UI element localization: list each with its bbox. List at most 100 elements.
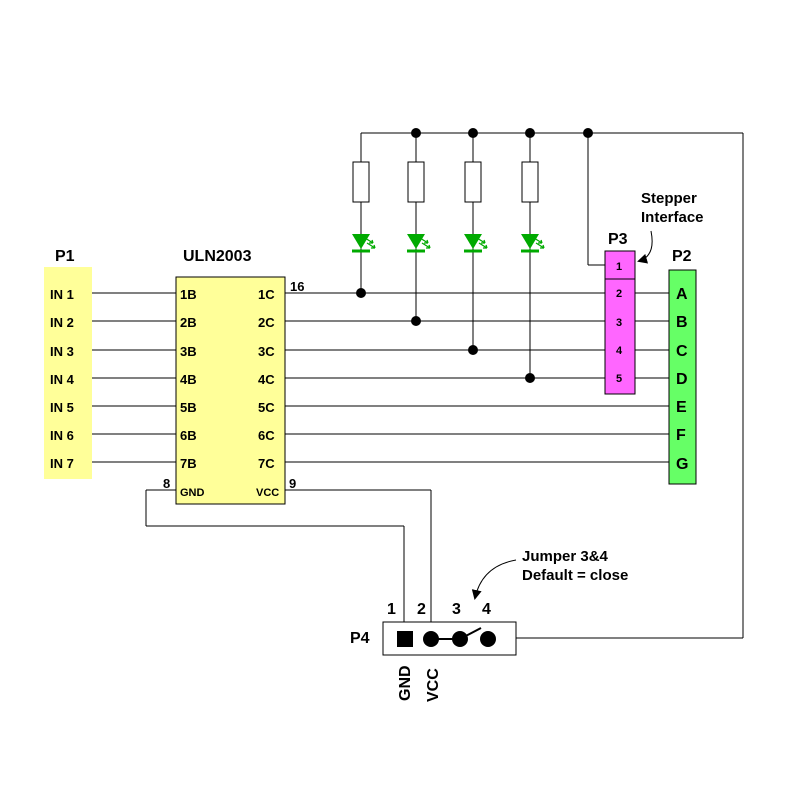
- p2-pin-f: F: [676, 427, 686, 444]
- ic-pin-gnd: GND: [180, 487, 205, 499]
- ic-pin-4b: 4B: [180, 372, 197, 387]
- led-light-ray-icon: [364, 237, 374, 244]
- resistor: [407, 161, 425, 203]
- ic-pin9-number: 9: [289, 476, 296, 491]
- led-branch-2: [407, 133, 431, 326]
- ic-pin-1b: 1B: [180, 287, 197, 302]
- junction-dot: [356, 288, 366, 298]
- ic-pin-3c: 3C: [258, 344, 275, 359]
- p1-pin-in1: IN 1: [50, 287, 74, 302]
- stepper-note-line2: Interface: [641, 209, 704, 226]
- junction-dot: [468, 345, 478, 355]
- led-body: [352, 234, 370, 249]
- p2-connector: P2 A B C D E F G: [668, 248, 697, 485]
- ic-pin-7b: 7B: [180, 456, 197, 471]
- p1-pin-in4: IN 4: [50, 372, 75, 387]
- led-branch-4: [521, 133, 545, 383]
- p1-title: P1: [55, 248, 75, 265]
- led-icon: [352, 234, 376, 253]
- led-body: [521, 234, 539, 249]
- p2-title: P2: [672, 248, 692, 265]
- p3-title: P3: [608, 231, 628, 248]
- p4-pin-number-3: 3: [452, 601, 461, 618]
- uln2003-ic: ULN2003 1B 2B 3B 4B 5B 6B 7B 1C 2C 3C 4C…: [163, 248, 304, 505]
- ic-pin-2c: 2C: [258, 315, 275, 330]
- ic-title: ULN2003: [183, 248, 252, 265]
- p2-pin-a: A: [676, 286, 688, 303]
- p2-pin-g: G: [676, 456, 688, 473]
- stepper-arrow-icon: [637, 230, 653, 264]
- p4-vcc-label: VCC: [425, 668, 442, 702]
- p2-pin-b: B: [676, 314, 688, 331]
- jumper-note-line1: Jumper 3&4: [522, 548, 609, 565]
- power-wires: [145, 489, 432, 630]
- p3-pin-3: 3: [616, 317, 622, 329]
- p1-body: [44, 267, 92, 479]
- p3-body: [604, 250, 636, 395]
- junction-dot: [411, 316, 421, 326]
- jumper-note: Jumper 3&4 Default = close: [471, 548, 628, 600]
- ic-pin-vcc: VCC: [256, 487, 279, 499]
- p2-pin-c: C: [676, 343, 688, 360]
- p4-title: P4: [350, 630, 370, 647]
- input-wires: [92, 292, 176, 463]
- p3-pin-2: 2: [616, 288, 622, 300]
- resistor: [352, 161, 370, 203]
- led-light-ray-icon: [366, 242, 376, 249]
- led-light-ray-icon: [535, 242, 545, 249]
- jumper-switch-icon: [459, 627, 482, 640]
- junction-dot: [583, 128, 593, 138]
- led-branch-3: [464, 133, 488, 355]
- ic-pin-1c: 1C: [258, 287, 275, 302]
- ic-pin8-number: 8: [163, 476, 170, 491]
- p1-pin-in7: IN 7: [50, 456, 74, 471]
- jumper-note-line2: Default = close: [522, 567, 628, 584]
- p3-pin-1: 1: [616, 261, 622, 273]
- led-light-ray-icon: [419, 237, 429, 244]
- led-icon: [464, 234, 488, 253]
- p1-connector: P1 IN 1 IN 2 IN 3 IN 4 IN 5 IN 6 IN 7: [44, 248, 92, 479]
- ic-pin-3b: 3B: [180, 344, 197, 359]
- ic-pin16-number: 16: [290, 279, 304, 294]
- p4-pin4-round-icon: [480, 631, 496, 647]
- p3-connector: P3 1 2 3 4 5: [604, 231, 636, 395]
- led-icon: [521, 234, 545, 253]
- p2-pin-e: E: [676, 399, 687, 416]
- resistor: [464, 161, 482, 203]
- led-light-ray-icon: [476, 237, 486, 244]
- p4-pin-number-2: 2: [417, 601, 426, 618]
- p4-pin-number-4: 4: [482, 601, 491, 618]
- resistor: [521, 161, 539, 203]
- p4-connector: P4 1 2 3 4 GND VCC: [350, 601, 517, 702]
- ic-pin-6b: 6B: [180, 428, 197, 443]
- p3-pin-4: 4: [616, 345, 623, 357]
- p4-pin1-square-icon: [397, 631, 413, 647]
- ic-pin-2b: 2B: [180, 315, 197, 330]
- p1-pin-in5: IN 5: [50, 400, 74, 415]
- ic-pin-7c: 7C: [258, 456, 275, 471]
- ic-body: [175, 276, 286, 505]
- led-branch-1: [352, 133, 376, 298]
- p1-pin-in3: IN 3: [50, 344, 74, 359]
- led-light-ray-icon: [421, 242, 431, 249]
- led-icon: [407, 234, 431, 253]
- p2-body: [668, 269, 697, 485]
- ic-pin-5c: 5C: [258, 400, 275, 415]
- led-light-ray-icon: [478, 242, 488, 249]
- p1-pin-in6: IN 6: [50, 428, 74, 443]
- ic-pin-6c: 6C: [258, 428, 275, 443]
- led-body: [407, 234, 425, 249]
- stepper-note: Stepper Interface: [637, 190, 704, 264]
- led-branches: [352, 133, 545, 383]
- led-body: [464, 234, 482, 249]
- p4-gnd-label: GND: [397, 665, 414, 701]
- ic-pin-4c: 4C: [258, 372, 275, 387]
- p2-pin-d: D: [676, 371, 688, 388]
- supply-bus: [361, 128, 744, 639]
- ic-pin-5b: 5B: [180, 400, 197, 415]
- p3-pin-5: 5: [616, 373, 622, 385]
- stepper-note-line1: Stepper: [641, 190, 697, 207]
- led-light-ray-icon: [533, 237, 543, 244]
- jumper-arrow-icon: [471, 559, 517, 600]
